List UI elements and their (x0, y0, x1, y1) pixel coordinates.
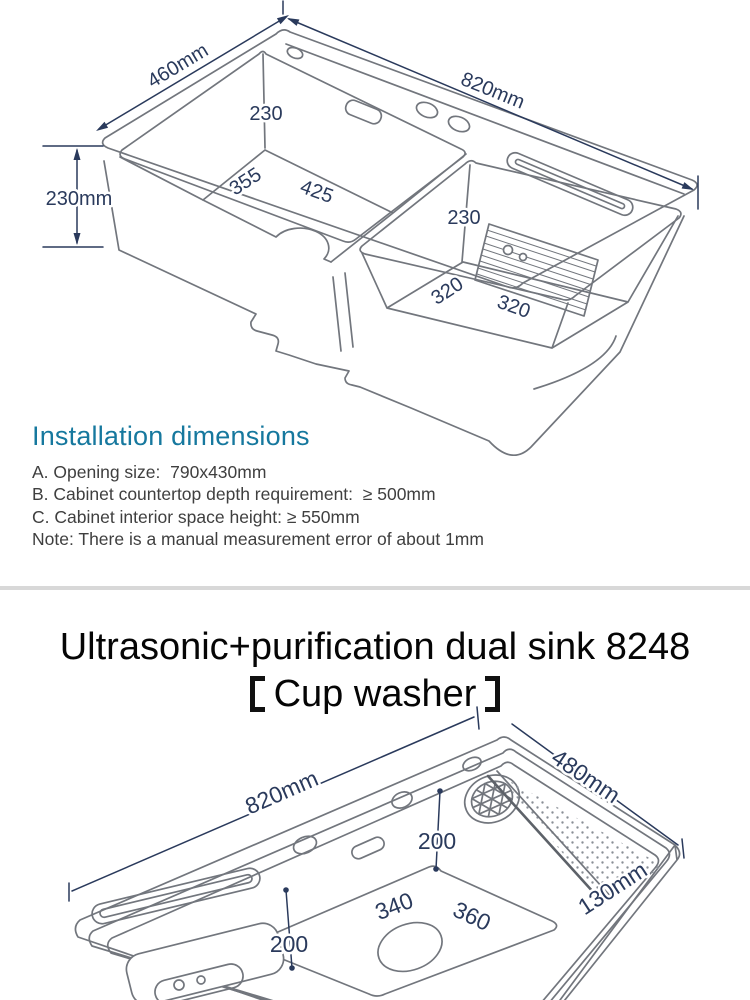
faucet-hole (462, 756, 482, 772)
drainboard-ribs (476, 229, 597, 311)
left-bowl-drain-arc (202, 199, 332, 263)
dim-line-820 (288, 18, 699, 210)
deck-inner-line (285, 43, 685, 195)
section-divider (0, 586, 750, 590)
left-bowl-floor-edges (119, 149, 467, 263)
dim-line-460 (98, 16, 287, 130)
faucet-hole (292, 835, 318, 855)
bowl-drain-hole (377, 921, 443, 973)
product-subtitle: Cup washer (0, 671, 750, 717)
right-bowl-opening (359, 159, 682, 301)
strip-edge-line-2 (496, 770, 613, 899)
installation-heading: Installation dimensions (32, 421, 310, 451)
sink2-line-art (74, 736, 681, 1000)
rim-outline-outer (74, 736, 681, 1000)
dim-label-360: 360 (449, 896, 495, 936)
arrowhead (681, 182, 694, 190)
installation-line-c: C. Cabinet interior space height: ≥ 550m… (32, 506, 360, 527)
dim-label-200-right: 200 (418, 828, 456, 854)
underbody-panel-line (533, 335, 617, 390)
faucet-hole (391, 791, 413, 809)
deck-slot-long (506, 151, 634, 217)
plate-hole (173, 979, 185, 991)
left-bowl-corner-edge (262, 53, 266, 149)
dim-line-820 (68, 706, 480, 902)
dim-label-200-left: 200 (270, 931, 308, 957)
product-title: Ultrasonic+purification dual sink 8248 (59, 626, 691, 668)
installation-dimensions-diagram: 460mm 820mm 230 230mm 355 425 230 320 32… (42, 0, 699, 456)
cup-washer (463, 774, 521, 824)
drainboard-panel (474, 223, 599, 317)
installation-line-a: A. Opening size: 790x430mm (32, 462, 267, 482)
sink-top-line-art (101, 29, 698, 456)
sink-underbody (103, 160, 685, 456)
dim-line-200-right (435, 790, 441, 870)
front-plate (125, 922, 285, 1000)
dim-label-355: 355 (226, 164, 266, 201)
arrowhead (73, 148, 81, 160)
dim-label-425: 425 (297, 176, 336, 208)
front-plate-inner (154, 963, 244, 1000)
dim-dot (433, 866, 439, 872)
dim-line-230mm (42, 145, 104, 248)
strip-edge-line (486, 774, 606, 906)
dim-label-460mm: 460mm (144, 39, 213, 92)
left-lenticular-bracket-glyph (249, 676, 265, 712)
panel-hole (502, 244, 514, 256)
product-title-block: Ultrasonic+purification dual sink 8248 C… (0, 624, 750, 717)
deck-slot-small (344, 99, 383, 125)
deck-groove-long (91, 867, 261, 925)
rim-outline-mid (88, 748, 671, 1000)
right-lenticular-bracket-glyph (485, 676, 501, 712)
dim-line-480 (511, 723, 685, 859)
dim-label-bowl2-depth: 230 (447, 207, 480, 229)
arrowhead (73, 233, 81, 245)
arrowhead (287, 18, 300, 26)
right-bowl-corner-edge (461, 164, 471, 263)
installation-note: Note: There is a manual measurement erro… (32, 529, 484, 550)
deck-slot-small (351, 836, 385, 860)
arrowhead (96, 121, 109, 131)
installation-line-b: B. Cabinet countertop depth requirement:… (32, 484, 436, 505)
divider-seam (332, 272, 354, 352)
dim-label-340: 340 (371, 887, 416, 925)
dim-dot (437, 788, 443, 794)
dim-label-320-b: 320 (494, 291, 533, 323)
product-subtitle-text: Cup washer (273, 673, 477, 715)
dim-label-480mm: 480mm (547, 744, 625, 808)
deck-slot-long-inner (514, 158, 626, 210)
bowl-opening (254, 865, 558, 997)
faucet-hole (415, 101, 439, 119)
dim-dot (289, 965, 295, 971)
right-bowl-floor-edges (361, 215, 679, 349)
dim-dot (283, 887, 289, 893)
panel-hole (518, 252, 528, 262)
dim-label-bowl1-depth: 230 (249, 103, 282, 125)
installation-notes: Installation dimensions A. Opening size:… (32, 421, 672, 551)
dim-label-320-a: 320 (427, 273, 467, 310)
deck-groove-long-inner (99, 873, 253, 919)
rim-outline-inner (106, 761, 660, 1000)
dim-line-200-left (285, 889, 293, 969)
product-top-view-diagram: 820mm 480mm 200 340 360 130mm 200 (68, 706, 685, 1000)
faucet-hole (286, 46, 304, 60)
plate-hole (196, 975, 206, 985)
purification-strip-dots (497, 774, 664, 903)
arrowhead (276, 15, 289, 25)
faucet-hole (447, 115, 471, 133)
dim-label-install-height: 230mm (46, 188, 113, 210)
dim-label-820mm: 820mm (241, 765, 322, 819)
